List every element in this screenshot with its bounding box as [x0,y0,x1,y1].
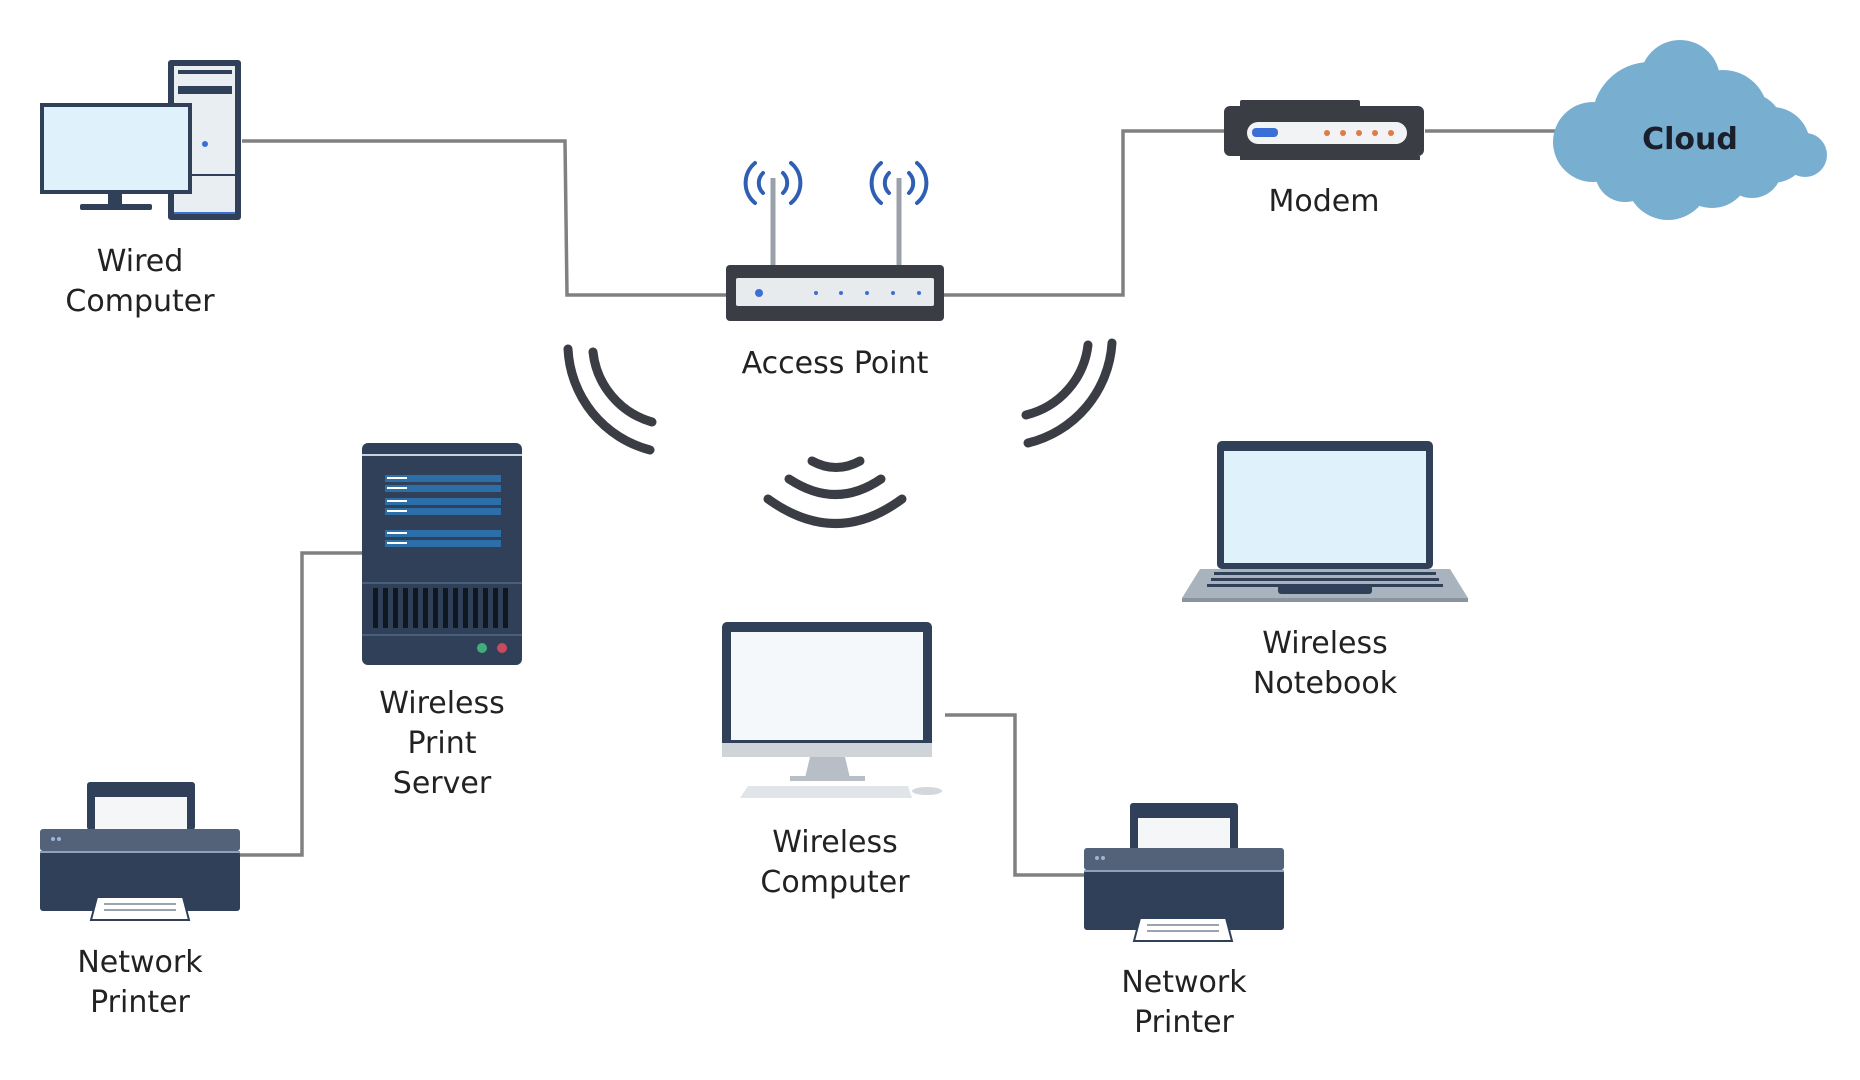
label-line: Print [407,726,477,761]
modem-icon [1224,100,1424,160]
label-access-point: Access Point [710,344,960,384]
connector-wired-computer-to-access-point [242,139,730,297]
label-line: Printer [1134,1005,1234,1040]
label-line: Access Point [741,346,929,381]
wireless-signal-left-icon [563,344,657,455]
label-print-server: Wireless Print Server [342,684,542,804]
label-cloud: Cloud [1642,122,1738,157]
label-modem: Modem [1224,182,1424,222]
label-line: Wired [96,244,184,279]
connector-access-point-to-modem [942,129,1230,297]
wireless-signal-right-icon [1021,338,1117,448]
label-wireless-notebook: Wireless Notebook [1225,624,1425,704]
label-line: Server [392,766,492,801]
label-line: Notebook [1252,666,1398,701]
label-line: Wireless [1262,626,1388,661]
printer-icon [40,782,240,921]
monitor-icon [722,622,942,798]
server-icon [362,443,522,665]
label-network-printer-right: Network Printer [1084,963,1284,1043]
wireless-signal-bottom-icon [763,456,907,528]
cloud-icon [1553,40,1827,220]
label-line: Network [1121,965,1247,1000]
label-line: Computer [65,284,215,319]
laptop-icon [1182,441,1468,602]
router-icon [726,161,944,321]
label-line: Modem [1268,184,1380,219]
label-wired-computer: Wired Computer [40,242,240,322]
printer-icon [1084,803,1284,942]
label-line: Wireless [772,825,898,860]
desktop-tower-icon [40,60,241,220]
label-line: Wireless [379,686,505,721]
label-line: Computer [760,865,910,900]
label-network-printer-left: Network Printer [40,943,240,1023]
label-wireless-computer: Wireless Computer [735,823,935,903]
connector-print-server-to-printer [240,551,362,857]
label-line: Network [77,945,203,980]
label-line: Printer [90,985,190,1020]
connector-wireless-computer-to-printer [945,713,1088,877]
